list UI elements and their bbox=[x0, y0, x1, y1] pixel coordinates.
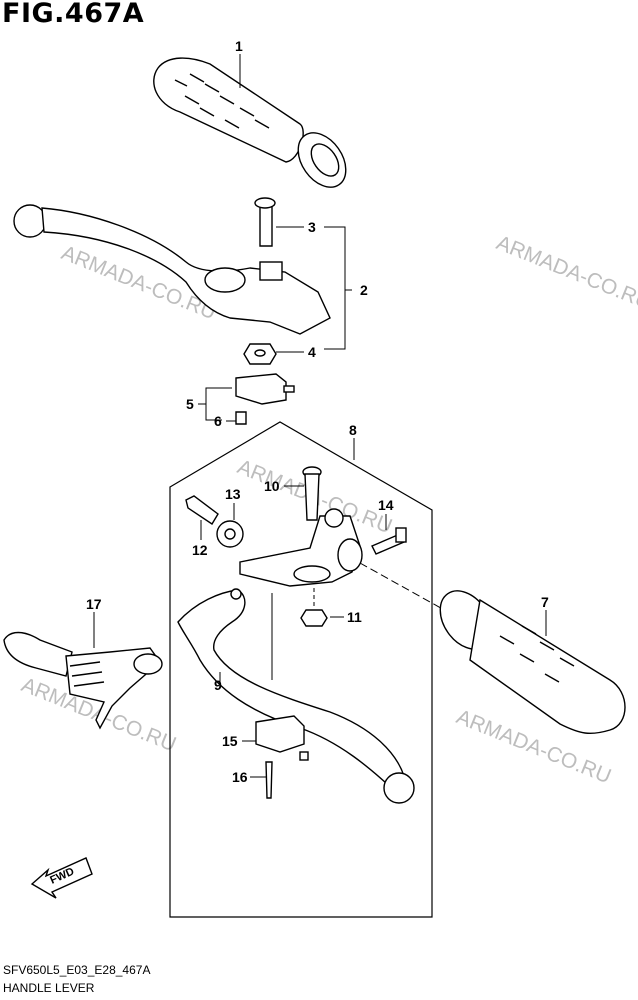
switch-lower bbox=[255, 715, 309, 799]
callout-4: 4 bbox=[308, 344, 316, 360]
clutch-perch bbox=[239, 508, 363, 587]
callout-17: 17 bbox=[86, 596, 102, 612]
callout-11: 11 bbox=[347, 609, 362, 625]
figure-code: SFV650L5_E03_E28_467A bbox=[3, 963, 151, 977]
switch-upper bbox=[235, 373, 295, 425]
callout-8: 8 bbox=[349, 422, 357, 438]
callout-2: 2 bbox=[360, 282, 368, 298]
bolt-10 bbox=[302, 466, 322, 521]
callout-12: 12 bbox=[192, 542, 208, 558]
callout-13: 13 bbox=[225, 486, 241, 502]
callout-15: 15 bbox=[222, 733, 238, 749]
assembly-box bbox=[169, 421, 433, 918]
callout-3: 3 bbox=[308, 219, 316, 235]
nut-11 bbox=[300, 609, 328, 627]
front-lever-assembly bbox=[13, 197, 331, 365]
callout-14: 14 bbox=[378, 497, 394, 513]
figure-title: FIG.467A bbox=[2, 0, 145, 29]
callout-16: 16 bbox=[232, 769, 248, 785]
grip-right bbox=[439, 590, 626, 735]
callout-7: 7 bbox=[541, 594, 549, 610]
cable-bracket bbox=[3, 631, 163, 730]
watermark: ARMADA-CO.RU bbox=[493, 231, 638, 314]
callout-5: 5 bbox=[186, 396, 194, 412]
adjuster-12-13 bbox=[185, 495, 244, 548]
grip-top bbox=[153, 57, 347, 188]
figure-name: HANDLE LEVER bbox=[3, 981, 95, 995]
bolt-14 bbox=[371, 527, 407, 555]
callout-9: 9 bbox=[214, 677, 222, 693]
callout-1: 1 bbox=[235, 38, 243, 54]
clutch-lever bbox=[177, 588, 415, 804]
callout-6: 6 bbox=[214, 413, 222, 429]
fwd-arrow-icon: FWD bbox=[30, 857, 93, 899]
callout-10: 10 bbox=[264, 478, 280, 494]
